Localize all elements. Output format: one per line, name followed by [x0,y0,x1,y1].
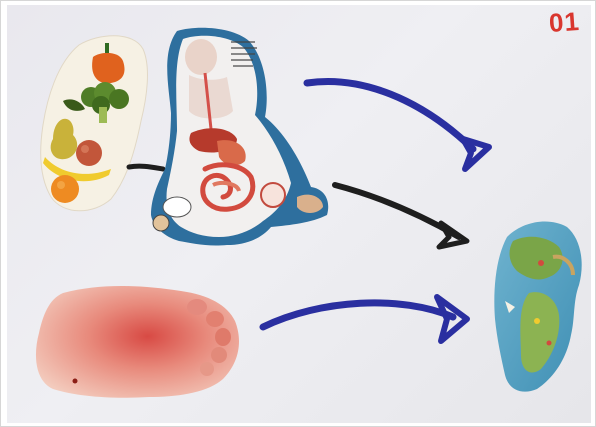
orange-icon [51,175,79,203]
zoom-circle-icon [261,183,285,207]
fruits-and-vegetables-cutout [41,36,148,211]
digestive-system-cutout [151,28,328,246]
cartoon-character-icon [153,215,169,231]
world-map-cutout [494,222,581,392]
fruits-to-digestion-connector [129,166,163,169]
apple-icon [76,140,102,166]
page-number: 01 [548,6,581,39]
arrow-digestion-to-map-black [335,185,467,247]
arrow-foot-to-map [263,297,467,341]
foot-cutout [36,286,239,398]
pepper-icon [92,53,124,83]
arrow-digestion-to-map [307,81,489,169]
